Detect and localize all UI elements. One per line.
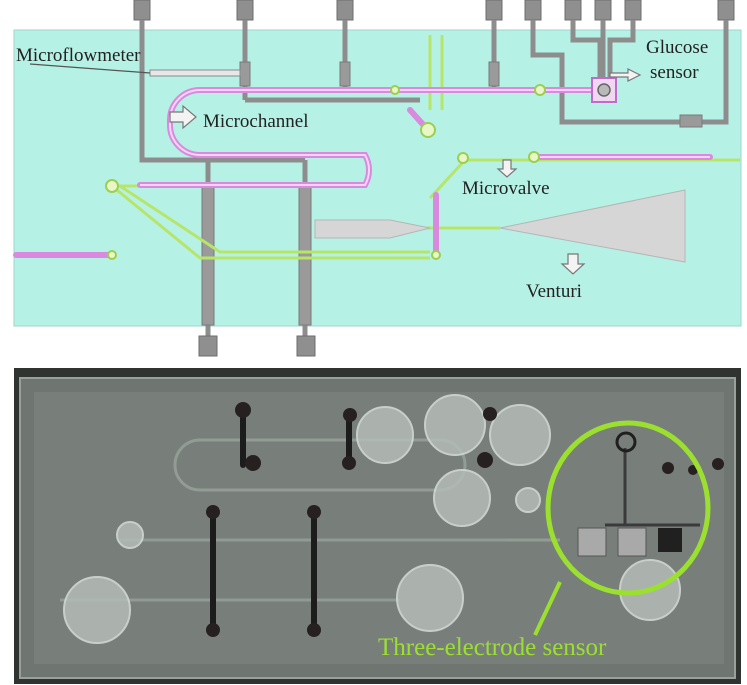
schematic-panel: Microflowmeter Microchannel Glucose sens… [13,0,742,357]
chip-photo-panel: Three-electrode sensor [14,368,741,684]
venturi-arrow-icon [560,253,586,275]
label-three-electrode-sensor: Three-electrode sensor [378,634,607,661]
photo-sensor-chip [577,431,700,557]
venturi-shape [314,189,686,263]
microchannel-arrow-icon [169,104,197,130]
glucose-arrow-icon [609,68,642,82]
microchannel-inner [140,89,710,186]
valve-junctions [105,84,546,260]
label-glucose-line2: sensor [650,62,699,83]
label-glucose-line1: Glucose [646,37,708,58]
top-contact-pads [133,0,735,21]
microvalve-arrow-icon [496,159,518,178]
label-microvalve: Microvalve [462,178,550,199]
chip-background [13,29,742,327]
label-microchannel: Microchannel [203,111,309,132]
microflowmeter-probe [29,63,241,77]
sensor-highlight-circle [545,420,711,596]
label-venturi: Venturi [526,281,582,302]
photo-lead-dots [206,402,724,637]
photo-reservoirs [63,394,681,644]
bottom-contact-pads [198,335,316,357]
label-microflowmeter: Microflowmeter [16,45,141,66]
annotation-arrows [169,68,642,275]
glucose-sensor-element [591,77,617,103]
sensor-highlight-leader [533,581,562,636]
photo-leads [210,409,352,633]
